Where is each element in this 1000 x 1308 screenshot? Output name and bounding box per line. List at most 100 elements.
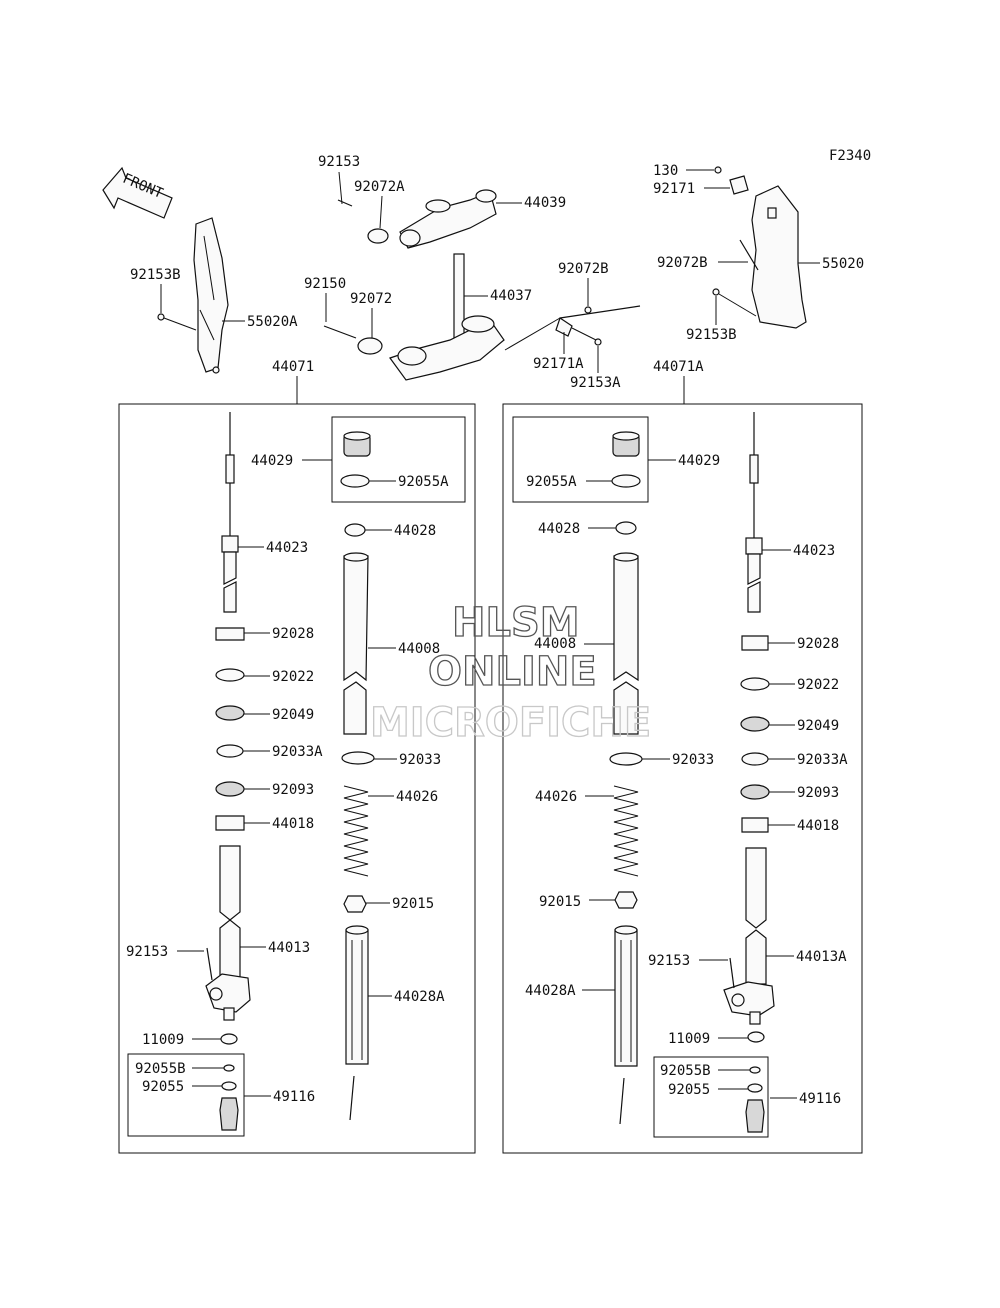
right-label-92093: 92093 — [797, 785, 839, 801]
left-label-44008: 44008 — [398, 641, 440, 657]
right-label-92033: 92033 — [672, 752, 714, 768]
right-label-44008: 44008 — [534, 636, 576, 652]
right-fork-spring — [613, 785, 639, 877]
right-label-92028: 92028 — [797, 636, 839, 652]
left-fork-assembly-box — [118, 403, 476, 1154]
left-label-49116: 49116 — [273, 1089, 315, 1105]
label-92153B-right: 92153B — [686, 327, 737, 343]
label-92171: 92171 — [653, 181, 695, 197]
right-label-92055A: 92055A — [526, 474, 577, 490]
right-label-11009: 11009 — [668, 1031, 710, 1047]
left-label-92015: 92015 — [392, 896, 434, 912]
left-bushing-44018 — [215, 815, 245, 831]
right-fork-cap — [612, 431, 640, 457]
right-bleed-subbox — [653, 1056, 769, 1138]
right-nut-92015 — [614, 891, 638, 909]
left-label-92033: 92033 — [399, 752, 441, 768]
left-damper-rod — [221, 412, 239, 613]
right-label-92022: 92022 — [797, 677, 839, 693]
right-outer-tube — [613, 552, 639, 735]
right-label-44028: 44028 — [538, 521, 580, 537]
right-label-92055B: 92055B — [660, 1063, 711, 1079]
clamp-92072B — [584, 306, 592, 314]
right-label-44028A: 44028A — [525, 983, 576, 999]
right-damper-rod — [745, 412, 763, 613]
watermark-line1: HLSM — [452, 600, 580, 646]
right-label-92049: 92049 — [797, 718, 839, 734]
right-cylinder-44028A — [614, 925, 638, 1125]
clamp-ring-92072A — [367, 228, 389, 244]
right-valve-49116 — [745, 1099, 765, 1133]
left-label-92033A: 92033A — [272, 744, 323, 760]
label-92072B-upper: 92072B — [558, 261, 609, 277]
right-fork-assembly-box — [502, 403, 863, 1154]
right-label-44023: 44023 — [793, 543, 835, 559]
right-label-92055: 92055 — [668, 1082, 710, 1098]
bolt-92150 — [323, 325, 357, 339]
label-55020: 55020 — [822, 256, 864, 272]
left-washer-92022 — [215, 668, 245, 682]
left-fork-cap — [343, 431, 371, 457]
right-oring-92033 — [609, 752, 643, 766]
left-collar-44028 — [344, 523, 366, 537]
label-55020A: 55020A — [247, 314, 298, 330]
bolt-92153-top — [337, 199, 353, 207]
figure-code: F2340 — [829, 148, 871, 164]
right-label-44026: 44026 — [535, 789, 577, 805]
steering-stem-lower-clamp — [323, 253, 505, 381]
left-inner-tube-axle-holder — [205, 845, 251, 1021]
left-label-92153: 92153 — [126, 944, 168, 960]
watermark-line2: ONLINE — [428, 649, 597, 695]
left-oring-92055 — [221, 1081, 237, 1091]
left-bushing-92028 — [215, 627, 245, 641]
left-label-44028: 44028 — [394, 523, 436, 539]
right-label-92015: 92015 — [539, 894, 581, 910]
label-130: 130 — [653, 163, 678, 179]
right-collar-44028 — [615, 521, 637, 535]
label-92150: 92150 — [304, 276, 346, 292]
label-44071A: 44071A — [653, 359, 704, 375]
left-label-44013: 44013 — [268, 940, 310, 956]
right-oil-seal-92049 — [740, 716, 770, 732]
right-label-44018: 44018 — [797, 818, 839, 834]
right-label-44013A: 44013A — [796, 949, 847, 965]
right-oring-92055 — [747, 1083, 763, 1093]
left-oring-92055A — [340, 474, 370, 488]
left-nut-92015 — [343, 895, 367, 913]
clamp-ring-92072 — [357, 337, 383, 355]
left-label-44029: 44029 — [251, 453, 293, 469]
label-92171A: 92171A — [533, 356, 584, 372]
front-direction-arrow: FRONT — [102, 166, 173, 219]
fork-guard-left — [193, 217, 229, 374]
right-circlip-92033A — [741, 752, 769, 766]
right-bushing-92028 — [741, 635, 769, 651]
right-dust-seal-92093 — [740, 784, 770, 800]
left-label-44026: 44026 — [396, 789, 438, 805]
bolt-92153B-right — [712, 288, 720, 296]
watermark-line3: MICROFICHE — [370, 700, 651, 746]
label-92072A: 92072A — [354, 179, 405, 195]
left-oil-seal-92049 — [215, 705, 245, 721]
left-oring-92033 — [341, 751, 375, 765]
left-label-92055B: 92055B — [135, 1061, 186, 1077]
left-circlip-92033A — [216, 744, 244, 758]
left-dust-seal-92093 — [215, 781, 245, 797]
label-44037: 44037 — [490, 288, 532, 304]
bracket-92171A — [555, 317, 573, 337]
watermark: HLSM ONLINE MICROFICHE — [369, 599, 652, 746]
upper-triple-clamp — [367, 189, 497, 249]
clamp-92072B-right — [739, 239, 759, 271]
nut-130 — [714, 166, 722, 174]
bolt-92153B-left — [157, 313, 165, 321]
left-label-44023: 44023 — [266, 540, 308, 556]
left-oring-92055B — [223, 1064, 235, 1072]
left-label-11009: 11009 — [142, 1032, 184, 1048]
left-label-44028A: 44028A — [394, 989, 445, 1005]
right-label-92033A: 92033A — [797, 752, 848, 768]
left-label-92093: 92093 — [272, 782, 314, 798]
fork-guard-right — [729, 175, 807, 329]
left-label-44018: 44018 — [272, 816, 314, 832]
label-92153B-left: 92153B — [130, 267, 181, 283]
left-outer-tube — [343, 552, 369, 735]
left-label-92028: 92028 — [272, 626, 314, 642]
